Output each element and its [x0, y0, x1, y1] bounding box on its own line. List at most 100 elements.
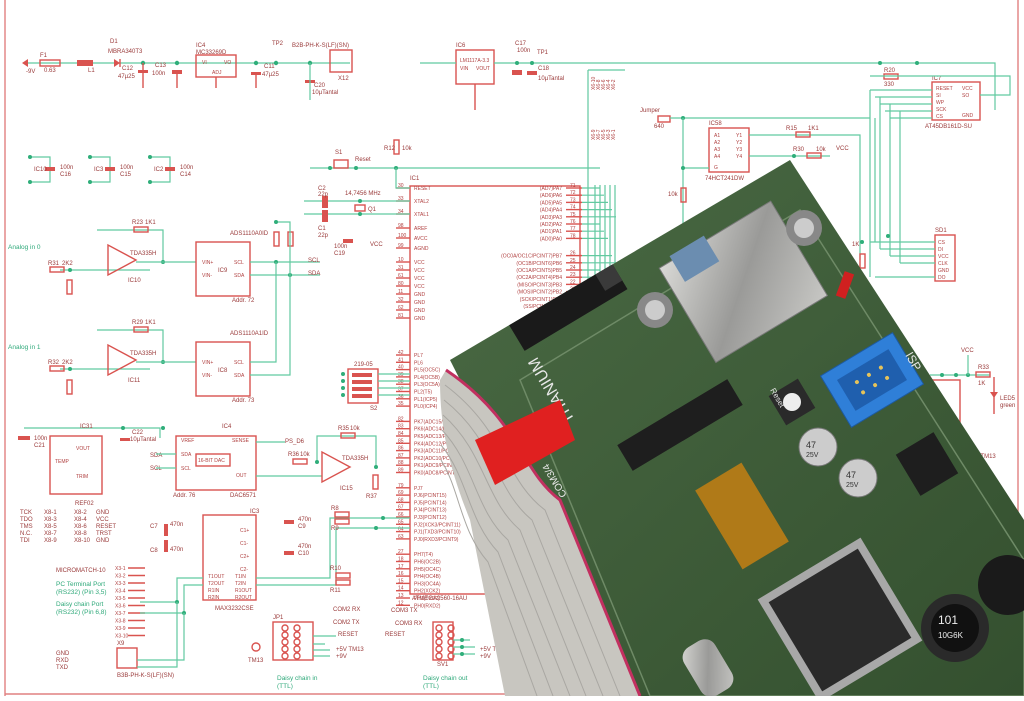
- svg-text:10µTantal: 10µTantal: [312, 90, 338, 96]
- dac-ic4: [175, 435, 257, 491]
- svg-text:Daisy chain out: Daisy chain out: [423, 675, 468, 682]
- svg-text:(TTL): (TTL): [423, 683, 439, 690]
- svg-text:GND: GND: [56, 651, 70, 657]
- header-pin: [435, 631, 443, 639]
- mcu-pin-number: 98: [398, 223, 404, 229]
- mcu-pin-name: PH2(XCK2): [414, 589, 440, 595]
- mcu-pin-name: (OC1A/PCINT5)PB5: [516, 268, 562, 274]
- mcu-pin-name: GND: [414, 316, 426, 322]
- svg-text:R36: R36: [288, 452, 300, 458]
- svg-text:IC7: IC7: [932, 76, 942, 82]
- svg-text:SI: SI: [936, 93, 941, 99]
- reference-ic31: [49, 435, 103, 495]
- svg-text:MICROMATCH-10: MICROMATCH-10: [56, 568, 106, 574]
- mcu-pin-number: 72: [570, 190, 576, 196]
- svg-text:(TTL): (TTL): [277, 683, 293, 690]
- svg-text:470n: 470n: [170, 547, 183, 553]
- svg-text:R29: R29: [132, 320, 144, 326]
- svg-text:100n: 100n: [120, 165, 133, 171]
- mcu-pin-number: 32: [398, 297, 404, 303]
- svg-text:DO: DO: [938, 275, 946, 281]
- svg-text:R9: R9: [331, 526, 339, 532]
- svg-text:+5V TM13: +5V TM13: [480, 647, 508, 653]
- daisy-chain-in: JP1 Daisy chain in (TTL) COM2 RX COM2 TX…: [248, 607, 364, 690]
- svg-text:MAX3232CSE: MAX3232CSE: [215, 606, 254, 612]
- svg-text:R35: R35: [338, 426, 350, 432]
- svg-text:47µ25: 47µ25: [118, 74, 135, 80]
- svg-text:1K: 1K: [852, 242, 859, 248]
- connector-x9: X9 B3B-PH-K-S(LF)(SN) GND RXD TXD: [56, 602, 185, 679]
- svg-text:Y3: Y3: [736, 147, 742, 153]
- svg-text:IC3: IC3: [250, 509, 260, 515]
- svg-text:C18: C18: [538, 66, 550, 72]
- mcu-pin-name: PJ4(PCINT13): [414, 508, 447, 514]
- svg-text:C1+: C1+: [240, 528, 249, 534]
- svg-text:MBRA340T3: MBRA340T3: [108, 49, 143, 55]
- svg-text:10µTantal: 10µTantal: [130, 437, 156, 443]
- svg-text:TDI: TDI: [20, 538, 30, 544]
- adc-ic9: [195, 241, 251, 297]
- svg-text:VI: VI: [202, 60, 207, 66]
- svg-text:TCK: TCK: [20, 510, 32, 516]
- mcu-pin-name: PK4(ADC12/PCINT20): [414, 441, 465, 447]
- svg-text:IC31: IC31: [80, 424, 93, 430]
- svg-text:SD1: SD1: [935, 228, 947, 234]
- svg-text:IC11: IC11: [128, 378, 141, 384]
- mcu-pin-number: 67: [398, 505, 404, 511]
- mcu-pin-number: 31: [398, 265, 404, 271]
- svg-text:LED5: LED5: [1000, 396, 1016, 402]
- power-input-section: -9V F1 0.63 L1 D1 MBRA340T3 C12 47µ25 C1…: [22, 39, 353, 100]
- svg-text:16-BIT DAC: 16-BIT DAC: [198, 458, 225, 464]
- svg-text:S2: S2: [370, 406, 378, 412]
- svg-text:X8-7: X8-7: [44, 531, 57, 537]
- mcu-pin-name: GND: [414, 292, 426, 298]
- mcu-pin-number: 12: [398, 600, 404, 606]
- mcu-pin-name: RESET: [414, 186, 431, 192]
- x6-pin-label: X6-2: [611, 79, 617, 90]
- svg-text:+5V TM13: +5V TM13: [968, 454, 996, 460]
- svg-text:OUT: OUT: [236, 473, 247, 479]
- mcu-pin-name: PJ2(XCK3/PCINT11): [414, 522, 461, 528]
- mcu-pin-name: (AD5)PA5: [540, 200, 562, 206]
- svg-text:DI: DI: [938, 247, 943, 253]
- svg-text:Y1: Y1: [736, 133, 742, 139]
- svg-text:CLK: CLK: [938, 261, 948, 267]
- mcu-pin-name: (AD6)PA6: [540, 193, 562, 199]
- x6-pin-label: X6-5: [601, 129, 607, 140]
- svg-text:X8-8: X8-8: [74, 531, 87, 537]
- mcu-pin-name: AGND: [414, 246, 429, 252]
- svg-text:2K2: 2K2: [62, 360, 73, 366]
- svg-text:330: 330: [884, 82, 895, 88]
- mcu-pin-number: 88: [398, 460, 404, 466]
- mcu-pin-name: (AD3)PA3: [540, 215, 562, 221]
- mcu-pin-number: 15: [398, 578, 404, 584]
- mcu-pin-number: 69: [398, 490, 404, 496]
- mcu-pin-name: PJ0(RXD3/PCINT9): [414, 537, 459, 543]
- svg-text:1K1: 1K1: [145, 320, 156, 326]
- svg-text:10k: 10k: [350, 426, 361, 432]
- svg-text:Analog in 1: Analog in 1: [8, 344, 41, 351]
- svg-text:Addr. 72: Addr. 72: [232, 298, 255, 304]
- svg-text:C14: C14: [180, 172, 192, 178]
- connector-x12: [329, 49, 353, 73]
- svg-text:100n: 100n: [60, 165, 73, 171]
- svg-text:IC15: IC15: [340, 486, 353, 492]
- svg-text:C1-: C1-: [240, 541, 248, 547]
- mcu-pin-name: PK3(ADC11/PCINT19): [414, 449, 465, 455]
- mcu-pin-number: 23: [570, 272, 576, 278]
- svg-text:X8-1: X8-1: [44, 510, 57, 516]
- svg-text:TXD: TXD: [56, 665, 69, 671]
- svg-text:A1: A1: [714, 133, 720, 139]
- x3-pin-label: X3-5: [115, 596, 126, 602]
- svg-text:ADS1110A0ID: ADS1110A0ID: [230, 231, 269, 237]
- svg-text:green: green: [1000, 403, 1015, 409]
- isp-led-section: VCC R33 1K LED5 green +5V TM13: [929, 348, 1016, 460]
- jtag-header: TCK TDO TMS N.C. TDI X8-1 X8-3 X8-5 X8-7…: [20, 510, 116, 544]
- mcu-pin-number: 78: [570, 233, 576, 239]
- mcu-pin-number: 42: [398, 350, 404, 356]
- svg-text:TDO: TDO: [20, 517, 33, 523]
- header-pin: [293, 624, 301, 632]
- svg-text:PS_D6: PS_D6: [285, 439, 305, 445]
- svg-text:IC9: IC9: [218, 268, 228, 274]
- svg-text:IC6: IC6: [456, 43, 466, 49]
